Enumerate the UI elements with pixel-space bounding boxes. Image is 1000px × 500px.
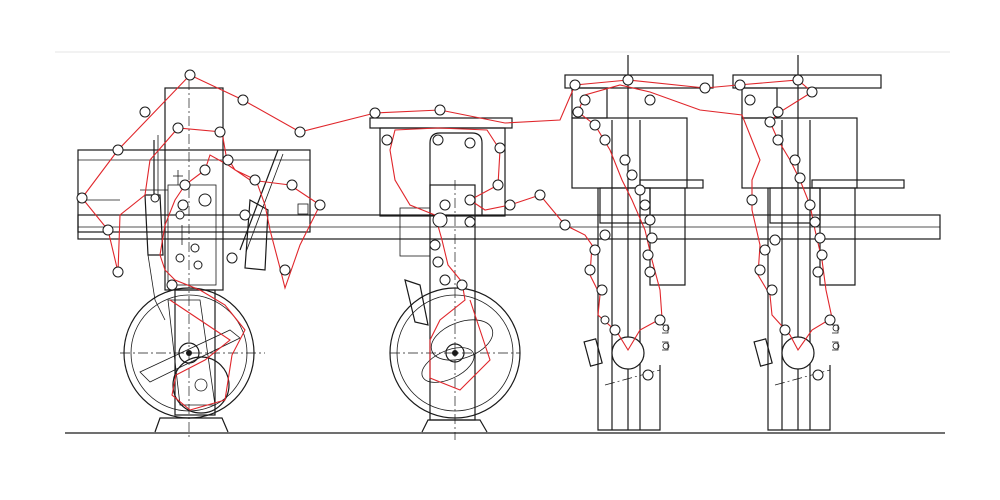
tower2-top-plate (732, 74, 882, 89)
tower2-drum (781, 336, 815, 370)
unit1-upper-frame (77, 149, 311, 233)
tower1-drum (611, 336, 645, 370)
tower-unit-1 (564, 55, 714, 431)
tower-brackets (662, 324, 840, 351)
guide-rollers (76, 69, 836, 381)
unwind-unit-1 (77, 80, 311, 440)
tower1-top-plate (564, 74, 714, 89)
unit2-top-plate (369, 117, 513, 129)
unit1-column (164, 87, 224, 291)
